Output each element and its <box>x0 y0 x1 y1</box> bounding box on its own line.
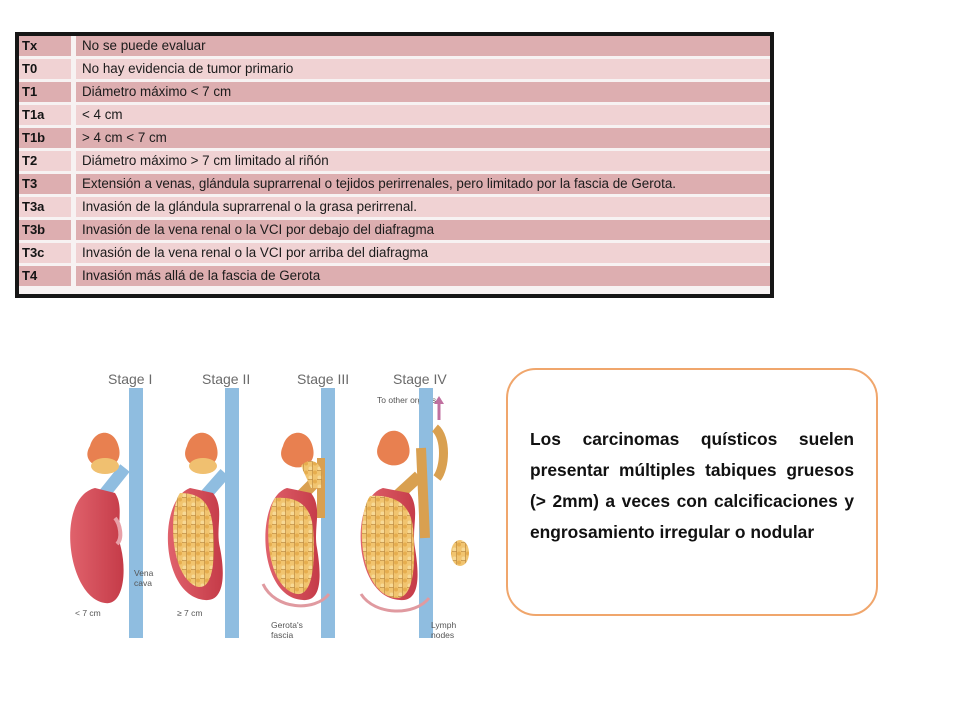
stage-i-label: Stage I <box>108 371 152 387</box>
size-gte7-label: ≥ 7 cm <box>177 608 202 618</box>
stage-code: T0 <box>19 59 71 79</box>
stage-code: T4 <box>19 266 71 286</box>
table-row: T3c Invasión de la vena renal o la VCI p… <box>19 243 770 263</box>
stage-description: No se puede evaluar <box>76 36 770 56</box>
table-row: T1a < 4 cm <box>19 105 770 125</box>
other-organs-label: To other organs <box>377 395 436 405</box>
table-row: T3 Extensión a venas, glándula suprarren… <box>19 174 770 194</box>
table-body: Tx No se puede evaluar T0 No hay evidenc… <box>19 36 770 294</box>
stage-code: T3c <box>19 243 71 263</box>
table-row: T1b > 4 cm < 7 cm <box>19 128 770 148</box>
stage-description: Diámetro máximo < 7 cm <box>76 82 770 102</box>
table-row: T3b Invasión de la vena renal o la VCI p… <box>19 220 770 240</box>
stage-description: Invasión de la vena renal o la VCI por d… <box>76 220 770 240</box>
stage-description: Diámetro máximo > 7 cm limitado al riñón <box>76 151 770 171</box>
table-row: T0 No hay evidencia de tumor primario <box>19 59 770 79</box>
size-lt7-label: < 7 cm <box>75 608 101 618</box>
stage-description: < 4 cm <box>76 105 770 125</box>
table-row: Tx No se puede evaluar <box>19 36 770 56</box>
table-row: T3a Invasión de la glándula suprarrenal … <box>19 197 770 217</box>
table-row: T2 Diámetro máximo > 7 cm limitado al ri… <box>19 151 770 171</box>
stage-code: T1 <box>19 82 71 102</box>
stage-code: T1a <box>19 105 71 125</box>
stage-code: T3a <box>19 197 71 217</box>
stage-code: T2 <box>19 151 71 171</box>
tnm-staging-table: Tx No se puede evaluar T0 No hay evidenc… <box>15 32 774 298</box>
note-text: Los carcinomas quísticos suelen presenta… <box>530 429 854 542</box>
kidney-staging-illustration: Stage I Stage II Stage III Stage IV To o… <box>70 371 469 640</box>
note-box: Los carcinomas quísticos suelen presenta… <box>506 368 878 616</box>
stage-description: Invasión de la glándula suprarrenal o la… <box>76 197 770 217</box>
stage-ii-kidney: ≥ 7 cm <box>167 388 239 638</box>
stage-code: T1b <box>19 128 71 148</box>
stage-iii-label: Stage III <box>297 371 349 387</box>
stage-iv-label: Stage IV <box>393 371 447 387</box>
stage-description: Invasión de la vena renal o la VCI por a… <box>76 243 770 263</box>
stage-description: No hay evidencia de tumor primario <box>76 59 770 79</box>
stage-code: T3b <box>19 220 71 240</box>
stage-description: Invasión más allá de la fascia de Gerota <box>76 266 770 286</box>
table-row: T4 Invasión más allá de la fascia de Ger… <box>19 266 770 286</box>
stage-description: Extensión a venas, glándula suprarrenal … <box>76 174 770 194</box>
stage-ii-label: Stage II <box>202 371 250 387</box>
table-row: T1 Diámetro máximo < 7 cm <box>19 82 770 102</box>
stage-code: T3 <box>19 174 71 194</box>
stage-code: Tx <box>19 36 71 56</box>
stage-description: > 4 cm < 7 cm <box>76 128 770 148</box>
